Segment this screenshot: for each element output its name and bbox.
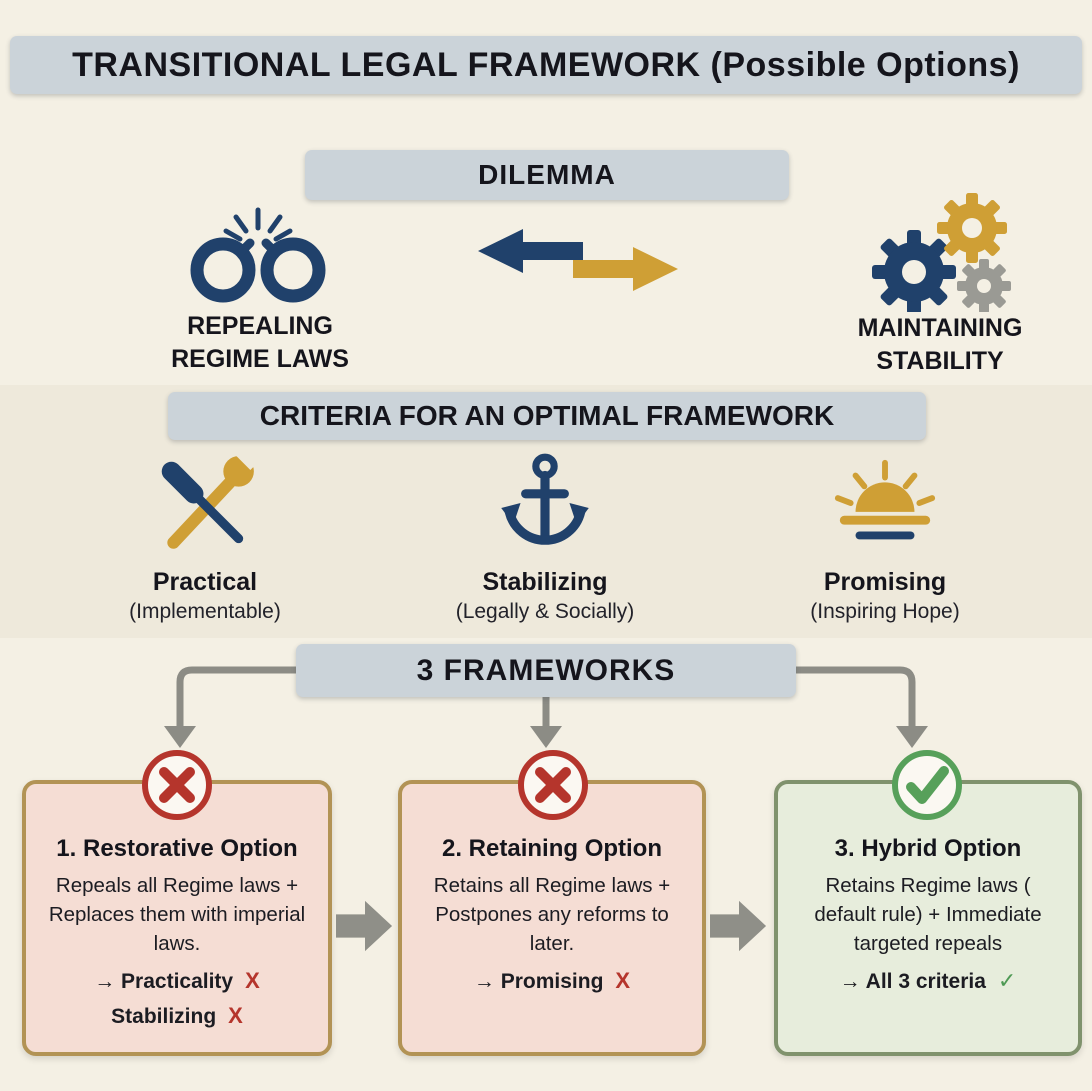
right-arrow-icon [336, 900, 393, 952]
right-arrow-icon [710, 900, 767, 952]
frameworks-header: 3 FRAMEWORKS [296, 644, 796, 697]
criterion-promising: Promising (Inspiring Hope) [735, 446, 1035, 624]
x-badge-icon [142, 750, 212, 820]
check-badge-icon [892, 750, 962, 820]
tools-icon [55, 446, 355, 564]
criterion-stabilizing-subtitle: (Legally & Socially) [455, 600, 635, 623]
repealing-label: REPEALING REGIME LAWS [105, 310, 415, 376]
x-mark: X [228, 1003, 243, 1029]
option-hybrid-title: 3. Hybrid Option [834, 835, 1022, 862]
option-hybrid-results: → All 3 criteria ✓ [792, 968, 1064, 994]
result-line: → All 3 criteria ✓ [792, 968, 1064, 994]
gears-icon [872, 193, 1011, 312]
criterion-practical: Practical (Implementable) [55, 446, 355, 624]
repealing-label-line2: REGIME LAWS [171, 345, 349, 373]
option-retaining: 2. Retaining Option Retains all Regime l… [398, 780, 706, 1056]
criterion-stabilizing-title: Stabilizing [482, 568, 608, 596]
stability-label: MAINTAINING STABILITY [790, 312, 1090, 378]
option-retaining-body: Retains all Regime laws + Postpones any … [433, 874, 671, 956]
result-text: Stabilizing [111, 1005, 217, 1029]
result-line: → Promising X [416, 968, 688, 994]
stability-label-line2: STABILITY [876, 347, 1004, 375]
criterion-practical-title: Practical [152, 568, 258, 596]
option-retaining-results: → Promising X [416, 968, 688, 994]
page-title: TRANSITIONAL LEGAL FRAMEWORK (Possible O… [10, 36, 1082, 94]
result-text: → Practicality [94, 970, 234, 994]
option-restorative-title: 1. Restorative Option [56, 835, 298, 862]
criterion-promising-subtitle: (Inspiring Hope) [810, 600, 960, 623]
criterion-stabilizing: Stabilizing (Legally & Socially) [395, 446, 695, 624]
flow-connector [164, 666, 928, 748]
option-hybrid-body: Retains Regime laws ( default rule) + Im… [814, 874, 1042, 956]
criterion-promising-title: Promising [823, 568, 947, 596]
x-badge-icon [518, 750, 588, 820]
anchor-icon [395, 446, 695, 564]
result-text: → All 3 criteria [839, 970, 986, 994]
result-line: Stabilizing X [40, 1003, 314, 1029]
repealing-label-line1: REPEALING [187, 312, 333, 340]
x-mark: X [615, 968, 631, 994]
result-line: → Practicality X [40, 968, 314, 994]
x-mark: X [245, 968, 260, 994]
criterion-practical-subtitle: (Implementable) [129, 600, 281, 623]
broken-handcuffs-icon [190, 207, 326, 303]
option-restorative: 1. Restorative Option Repeals all Regime… [22, 780, 332, 1056]
stability-label-line1: MAINTAINING [857, 314, 1023, 342]
criteria-header: CRITERIA FOR AN OPTIMAL FRAMEWORK [168, 392, 926, 440]
option-restorative-body: Repeals all Regime laws + Replaces them … [48, 874, 306, 956]
sunrise-icon [735, 446, 1035, 564]
result-text: → Promising [473, 970, 604, 994]
option-retaining-title: 2. Retaining Option [442, 835, 662, 862]
opposing-arrows-icon [478, 229, 678, 291]
dilemma-header: DILEMMA [305, 150, 789, 200]
check-mark: ✓ [997, 968, 1017, 994]
